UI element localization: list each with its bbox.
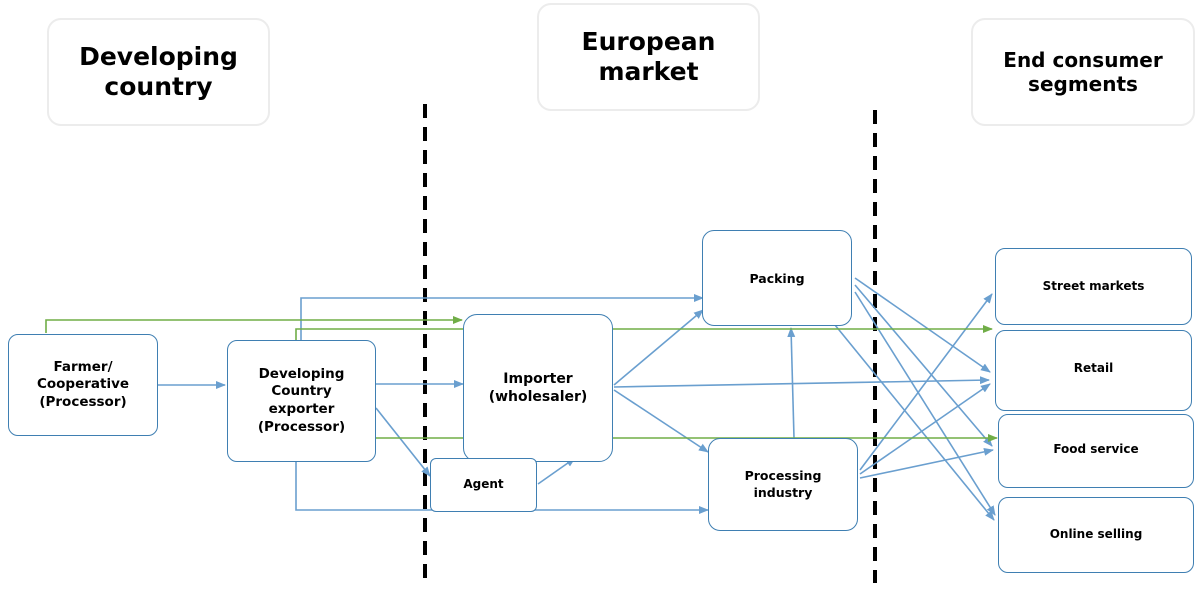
node-street-markets-label: Street markets xyxy=(1042,278,1145,293)
node-farmer-cooperative-label: Farmer/ Cooperative (Processor) xyxy=(36,358,130,410)
arrow-importer-processing xyxy=(613,389,709,453)
node-developing-country-exporter: Developing Country exporter (Processor) xyxy=(227,340,376,462)
node-developing-country-exporter-label: Developing Country exporter (Processor) xyxy=(257,365,346,435)
node-retail: Retail xyxy=(995,330,1192,411)
node-retail-label: Retail xyxy=(1073,361,1114,375)
arrow-exporter-processing xyxy=(295,462,709,514)
arrow-importer-retail xyxy=(613,376,990,388)
arrow-exporter-agent xyxy=(375,407,431,477)
node-importer-wholesaler: Importer (wholesaler) xyxy=(463,314,613,462)
arrow-packing-online-2 xyxy=(834,324,995,521)
node-packing: Packing xyxy=(702,230,852,326)
node-online-selling-label: Online selling xyxy=(1049,527,1143,542)
header-developing-country-label: Developing country xyxy=(79,42,238,101)
arrow-processing-retail xyxy=(859,383,991,475)
header-developing-country: Developing country xyxy=(47,18,270,126)
arrow-packing-retail xyxy=(854,277,991,373)
node-online-selling: Online selling xyxy=(998,497,1194,573)
arrow-processing-food-service xyxy=(859,447,994,479)
node-processing-industry-label: Processing industry xyxy=(744,468,822,500)
arrow-packing-food-service xyxy=(854,284,993,447)
node-street-markets: Street markets xyxy=(995,248,1192,325)
green-arrow-farmer-importer xyxy=(45,316,463,333)
node-processing-industry: Processing industry xyxy=(708,438,858,531)
node-importer-wholesaler-label: Importer (wholesaler) xyxy=(488,370,588,405)
arrow-importer-packing xyxy=(613,309,704,386)
header-european-market: European market xyxy=(537,3,760,111)
node-agent-label: Agent xyxy=(463,477,504,492)
node-food-service-label: Food service xyxy=(1053,442,1139,456)
green-arrow-exporter-street xyxy=(295,325,993,340)
header-end-consumer-segments-label: End consumer segments xyxy=(1003,48,1163,96)
arrow-processing-street xyxy=(859,293,993,471)
header-european-market-label: European market xyxy=(581,27,716,86)
arrow-processing-packing xyxy=(787,327,796,439)
node-packing-label: Packing xyxy=(749,271,805,286)
arrow-agent-importer xyxy=(537,457,576,485)
node-agent: Agent xyxy=(430,458,537,512)
arrow-exporter-packing xyxy=(300,294,704,340)
header-end-consumer-segments: End consumer segments xyxy=(971,18,1195,126)
node-food-service: Food service xyxy=(998,414,1194,488)
node-farmer-cooperative: Farmer/ Cooperative (Processor) xyxy=(8,334,158,436)
